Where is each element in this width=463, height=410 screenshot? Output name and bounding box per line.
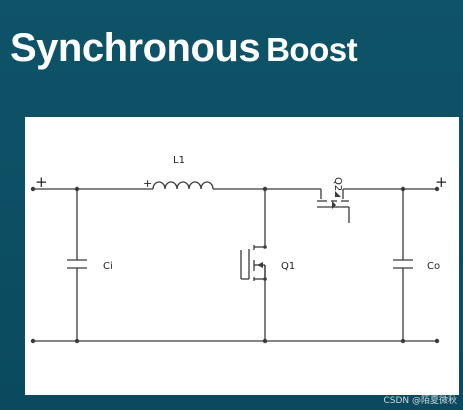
inductor-polarity-label: + <box>143 177 152 190</box>
boost-schematic: + + + L1 Ci Co Q1 Q2 <box>30 155 448 344</box>
high-switch-label: Q2 <box>332 177 343 191</box>
title-word-synchronous: Synchronous <box>10 26 261 70</box>
junction-q1-source <box>262 338 268 344</box>
q2-diode-icon <box>335 191 341 197</box>
junction-ci-top <box>74 186 80 192</box>
junction-co-top <box>400 186 406 192</box>
output-cap-label: Co <box>427 261 440 272</box>
low-switch-label: Q1 <box>281 261 295 272</box>
junction-q1-drain <box>263 245 267 249</box>
junction-q1-body <box>263 277 267 281</box>
terminal-input-top <box>30 186 36 192</box>
output-plus-label: + <box>435 173 448 191</box>
q1-arrow-icon <box>257 262 263 268</box>
input-plus-label: + <box>35 173 48 191</box>
inductor-label: L1 <box>173 155 185 166</box>
circuit-panel: + + + L1 Ci Co Q1 Q2 <box>25 117 459 395</box>
junction-co-bottom <box>400 338 406 344</box>
junction-ci-bottom <box>74 338 80 344</box>
title-word-boost: Boost <box>266 31 358 68</box>
q2-arrow-icon <box>332 201 336 209</box>
inductor-l1 <box>152 181 214 190</box>
terminal-input-bottom <box>30 338 36 344</box>
terminal-output-bottom <box>434 338 440 344</box>
terminal-output-top <box>434 186 440 192</box>
input-cap-label: Ci <box>103 261 113 272</box>
junction-switch-node <box>262 186 268 192</box>
watermark: CSDN @陌夏微秋 <box>383 396 457 406</box>
